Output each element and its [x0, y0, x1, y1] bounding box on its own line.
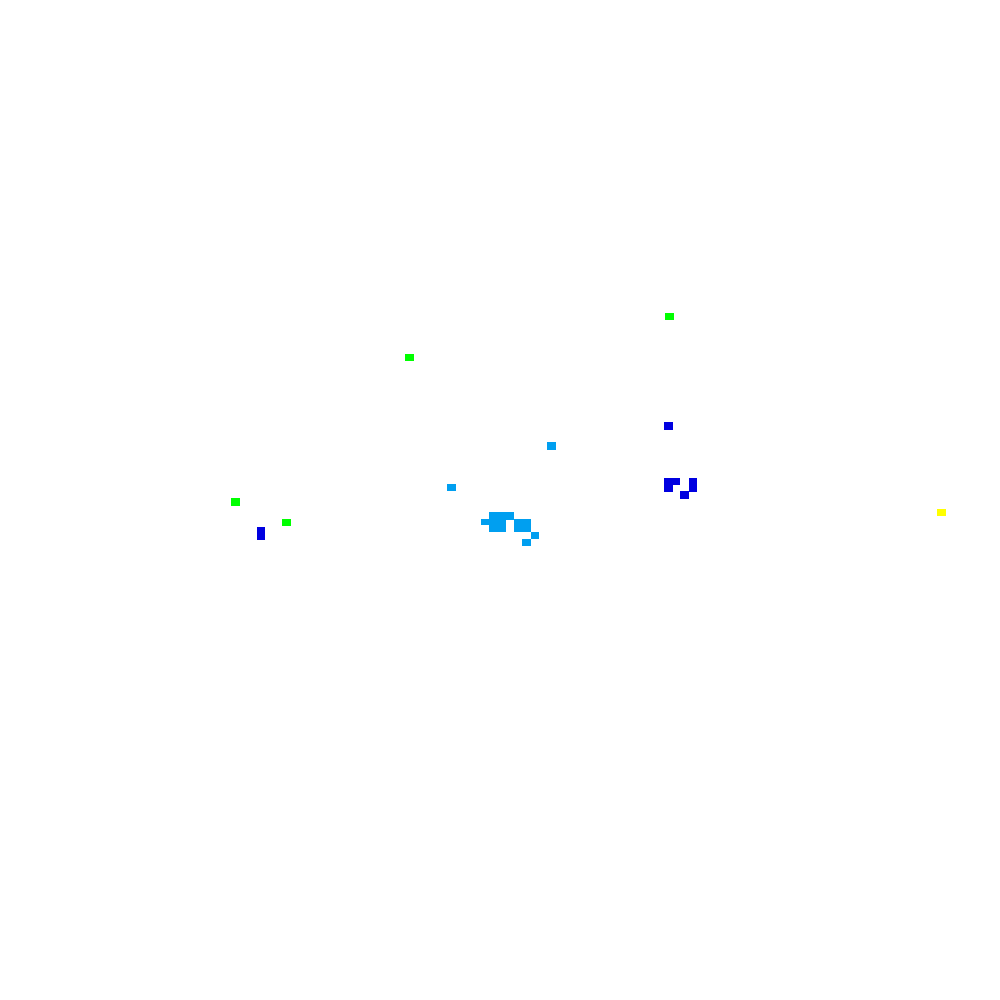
mark-navy-6 — [257, 527, 265, 540]
mark-navy-4 — [689, 478, 697, 492]
marks-green — [231, 313, 674, 526]
mark-green-4 — [282, 519, 291, 526]
mark-cyan-7 — [531, 532, 539, 539]
mark-green-1 — [665, 313, 674, 320]
mark-navy-5 — [680, 491, 689, 499]
mark-cyan-5 — [489, 519, 506, 532]
marks-cyan — [447, 442, 556, 546]
mark-cyan-1 — [547, 442, 556, 450]
mark-cyan-8 — [522, 539, 531, 546]
marks-navy — [257, 422, 697, 540]
mark-cyan-2 — [447, 484, 456, 491]
marks-yellow — [937, 509, 946, 516]
mark-navy-3 — [664, 478, 673, 492]
mark-cyan-4 — [481, 519, 490, 525]
mark-cyan-6 — [514, 519, 531, 532]
mark-navy-1 — [664, 422, 673, 430]
mark-cyan-3 — [489, 512, 514, 520]
mark-green-2 — [405, 354, 414, 361]
mark-green-3 — [231, 498, 240, 506]
mark-yellow-1 — [937, 509, 946, 516]
